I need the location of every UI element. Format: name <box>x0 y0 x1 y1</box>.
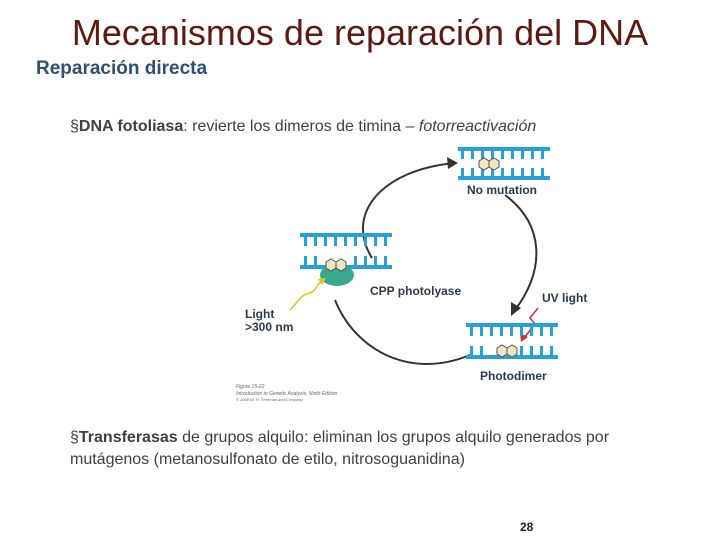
cycle-arrowhead-top <box>447 157 458 169</box>
slide-subtitle: Reparación directa <box>36 58 208 79</box>
light-arrow <box>289 279 325 311</box>
label-light: Light <box>245 307 274 321</box>
slide-title: Mecanismos de reparación del DNA <box>71 12 649 53</box>
bullet-dna-photolyase: §DNA fotoliasa: revierte los dimeros de … <box>70 116 536 138</box>
figure-caption-copyright: © 2008 W. H. Freeman and Company <box>236 397 304 402</box>
bullet-marker: § <box>70 118 79 135</box>
dna-photodimer <box>466 323 558 359</box>
label-uv-light: UV light <box>542 291 587 305</box>
uv-arrow <box>523 307 539 339</box>
page-number: 28 <box>520 520 534 534</box>
label-no-mutation: No mutation <box>467 183 537 197</box>
bullet-marker: § <box>70 429 79 446</box>
cycle-arrow-right <box>504 194 538 311</box>
bullet-term: DNA fotoliasa <box>78 118 184 135</box>
dna-no-mutation <box>458 147 550 180</box>
label-light-wavelength: >300 nm <box>245 320 293 334</box>
dna-with-enzyme <box>300 233 392 286</box>
figure-caption-number: Figure 15-22 <box>236 384 265 390</box>
cycle-arrowhead-right <box>511 302 521 316</box>
bullet-term: Transferasas <box>78 429 178 446</box>
cycle-arrow-bottom <box>334 299 471 365</box>
bullet-italic: fotorreactivación <box>418 118 537 135</box>
figure-caption-book: Introduction to Genetic Analysis, Ninth … <box>236 391 337 397</box>
bullet-text: de grupos alquilo: eliminan los grupos a… <box>70 429 610 468</box>
bullet-transferases: §Transferasas de grupos alquilo: elimina… <box>70 427 670 471</box>
bullet-text: : revierte los dimeros de timina – <box>183 118 419 135</box>
label-cpp-photolyase: CPP photolyase <box>370 284 461 298</box>
label-photodimer: Photodimer <box>480 369 547 383</box>
